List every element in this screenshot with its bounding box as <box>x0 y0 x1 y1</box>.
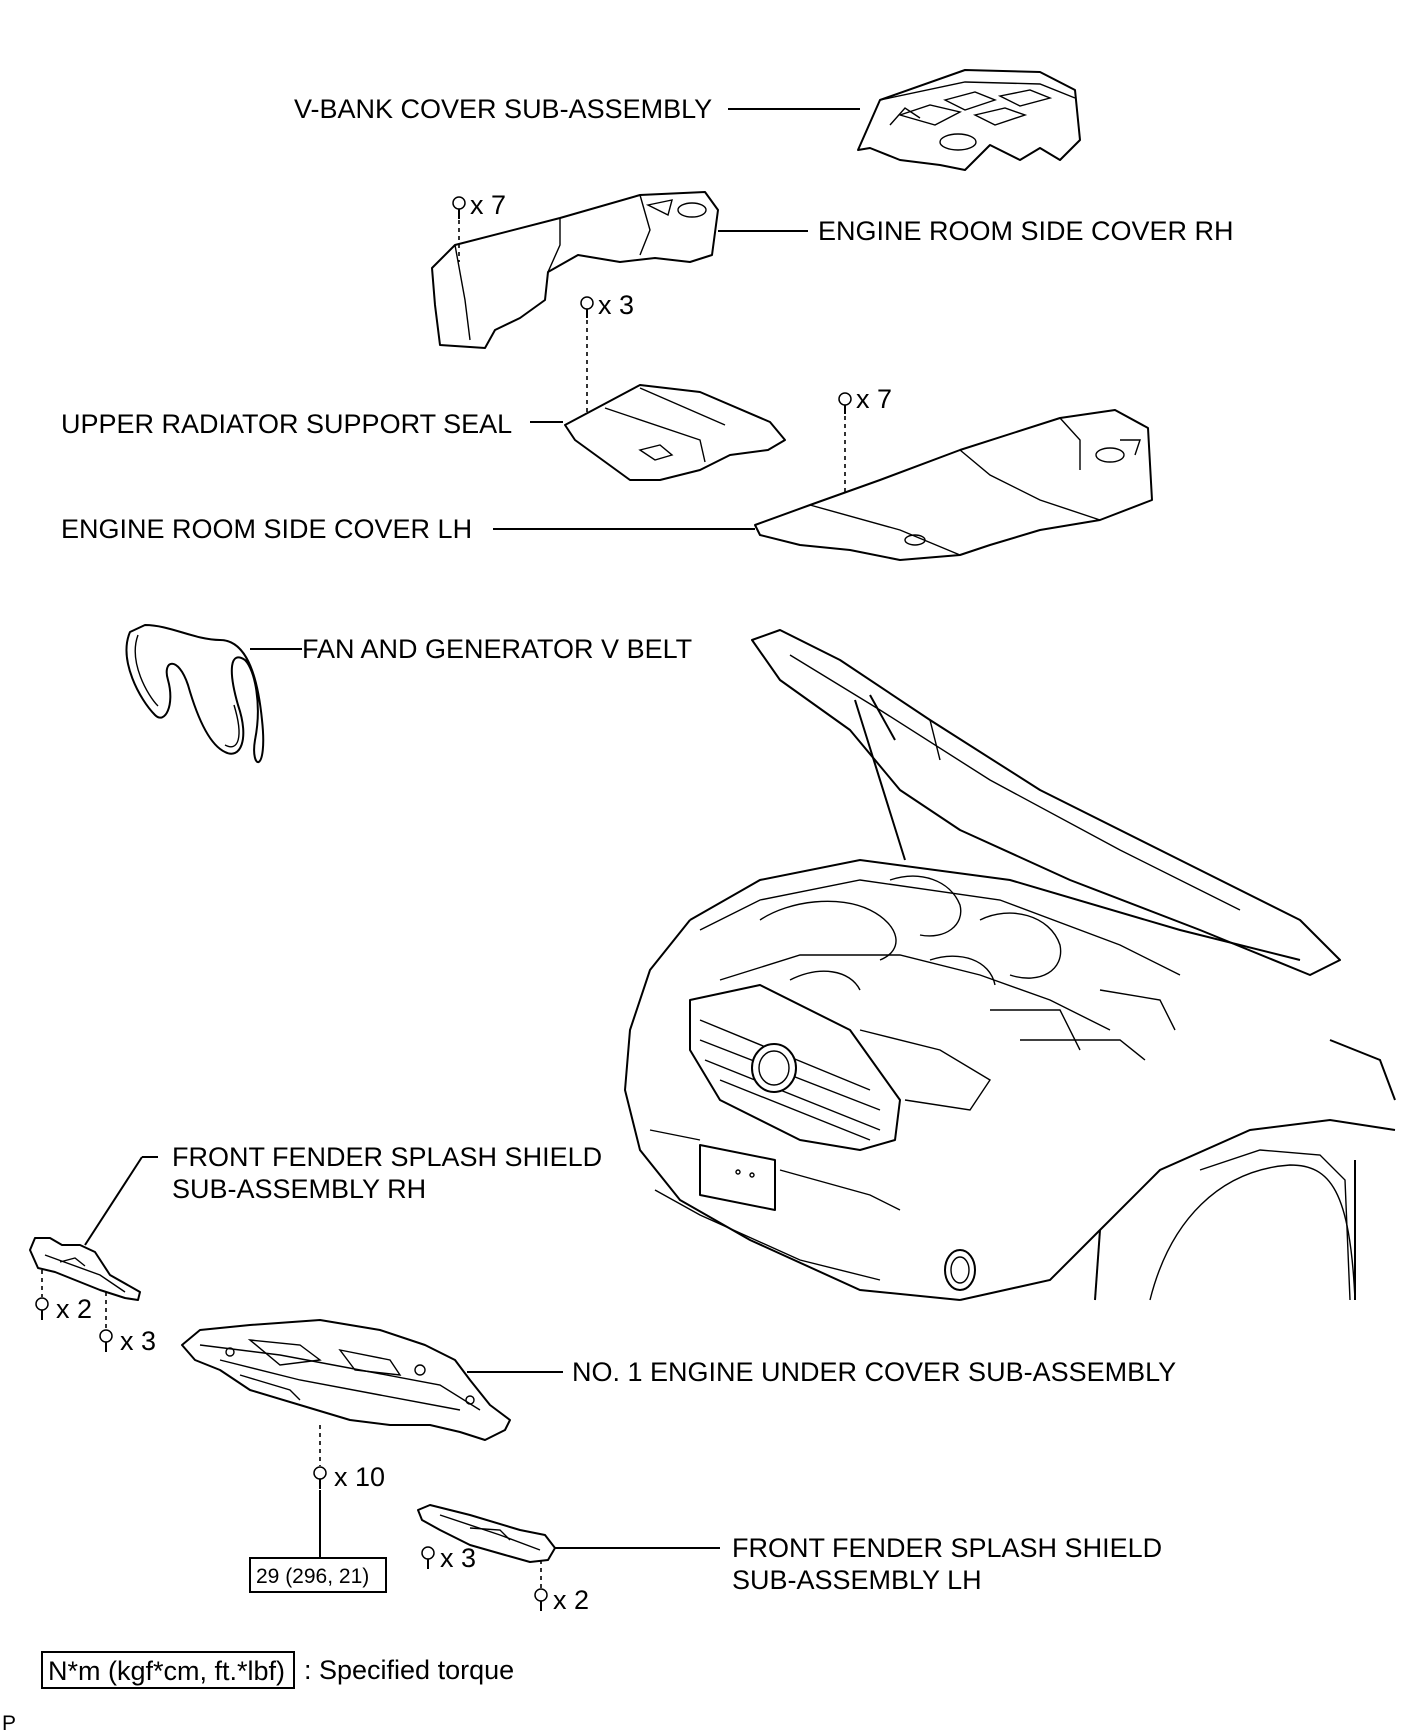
torque-value: 29 (296, 21) <box>256 1565 369 1588</box>
legend-unit: N*m (kgf*cm, ft.*lbf) <box>48 1656 285 1686</box>
splash-lh-label-2: SUB-ASSEMBLY LH <box>732 1565 982 1595</box>
splash-lh-label-1: FRONT FENDER SPLASH SHIELD <box>732 1533 1162 1563</box>
under-cover-label: NO. 1 ENGINE UNDER COVER SUB-ASSEMBLY <box>572 1357 1176 1387</box>
clip-icon-seal <box>580 296 594 318</box>
screw-icon-lh-a <box>421 1546 435 1569</box>
clip-rh-qty: x 7 <box>470 190 506 220</box>
screw-lh-b-qty: x 2 <box>553 1585 589 1615</box>
clip-icon-lh <box>838 392 852 414</box>
screw-rh-a-qty: x 2 <box>56 1294 92 1324</box>
clip-seal-qty: x 3 <box>598 290 634 320</box>
screw-rh-b-qty: x 3 <box>120 1326 156 1356</box>
side-cover-rh-label: ENGINE ROOM SIDE COVER RH <box>818 216 1234 246</box>
splash-rh-leader-d <box>84 1156 143 1246</box>
v-bank-cover-label: V-BANK COVER SUB-ASSEMBLY <box>294 94 712 124</box>
side-cover-rh-part <box>431 191 719 349</box>
splash-rh-label-2: SUB-ASSEMBLY RH <box>172 1174 426 1204</box>
radiator-seal-part <box>564 384 786 481</box>
clip-icon-rh <box>452 196 466 219</box>
clip-lh-qty: x 7 <box>856 384 892 414</box>
vehicle-front-illustration <box>623 629 1396 1301</box>
bolt-icon-under-cover <box>313 1466 327 1489</box>
splash-rh-label-1: FRONT FENDER SPLASH SHIELD <box>172 1142 602 1172</box>
legend-text: : Specified torque <box>304 1655 514 1685</box>
screw-icon-lh-b <box>534 1588 548 1611</box>
screw-icon-rh-b <box>99 1329 113 1352</box>
legend-unit-box <box>41 1651 295 1689</box>
v-belt-label: FAN AND GENERATOR V BELT <box>302 634 692 664</box>
side-cover-lh-label: ENGINE ROOM SIDE COVER LH <box>61 514 472 544</box>
figure-code: P <box>2 1712 16 1734</box>
screw-lh-a-qty: x 3 <box>440 1543 476 1573</box>
screw-icon-rh-a <box>35 1297 49 1320</box>
splash-shield-lh-part <box>417 1504 556 1563</box>
bolt-under-cover-qty: x 10 <box>334 1462 385 1492</box>
radiator-seal-label: UPPER RADIATOR SUPPORT SEAL <box>61 409 512 439</box>
splash-shield-rh-part <box>29 1237 141 1301</box>
v-belt-part <box>125 624 265 764</box>
torque-value-box <box>249 1557 387 1593</box>
under-cover-part <box>181 1319 511 1441</box>
side-cover-lh-part <box>754 409 1153 561</box>
v-bank-cover-part <box>857 69 1081 171</box>
